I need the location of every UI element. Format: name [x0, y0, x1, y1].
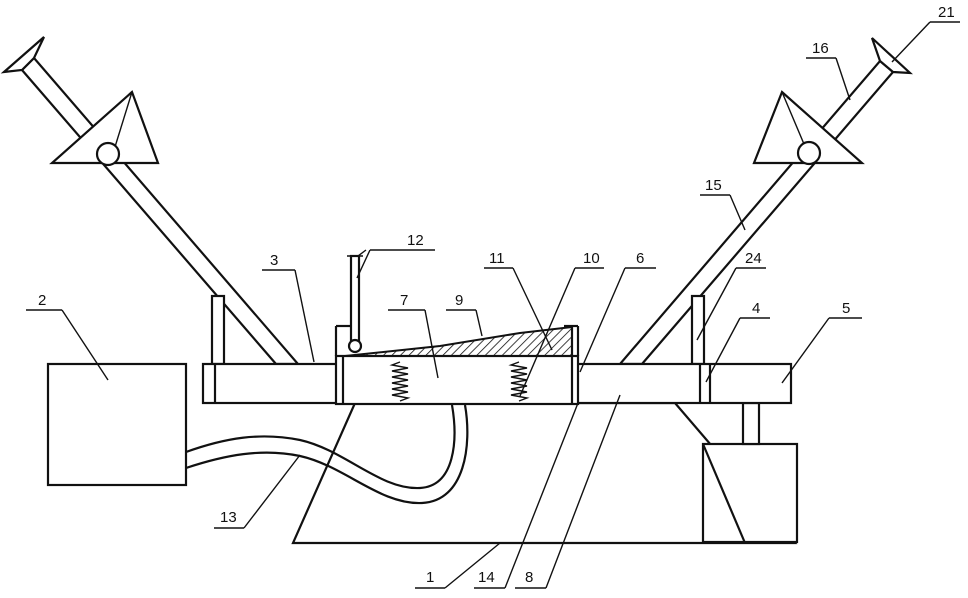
label-15: 15 — [705, 177, 722, 194]
right-pivot-icon — [798, 142, 820, 164]
label-6: 6 — [636, 250, 644, 267]
label-12: 12 — [407, 232, 424, 249]
label-7: 7 — [400, 292, 408, 309]
label-5: 5 — [842, 300, 850, 317]
right-connector-rod — [743, 403, 759, 444]
right-lower-box — [703, 444, 797, 542]
label-14: 14 — [478, 569, 495, 586]
label-13: 13 — [220, 509, 237, 526]
hatched-wedge — [345, 327, 572, 356]
left-pivot-icon — [97, 143, 119, 165]
label-16: 16 — [812, 40, 829, 57]
label-24: 24 — [745, 250, 762, 267]
left-box — [48, 364, 186, 485]
label-9: 9 — [455, 292, 463, 309]
label-2: 2 — [38, 292, 46, 309]
lever-rod — [351, 256, 359, 348]
label-1: 1 — [426, 569, 434, 586]
left-arm — [22, 58, 298, 364]
central-chamber — [336, 356, 578, 404]
label-10: 10 — [583, 250, 600, 267]
label-4: 4 — [752, 300, 760, 317]
lever-knob-icon — [349, 340, 361, 352]
label-3: 3 — [270, 252, 278, 269]
left-support-post — [212, 296, 224, 364]
label-21: 21 — [938, 4, 955, 21]
label-8: 8 — [525, 569, 533, 586]
label-11: 11 — [489, 250, 505, 267]
